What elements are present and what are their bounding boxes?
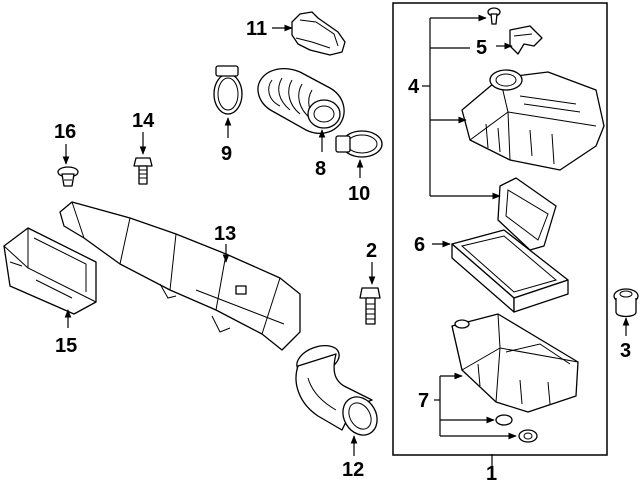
inlet-duct-assembly-part[interactable] [59,201,301,351]
callout-11[interactable]: 11 [246,18,267,40]
callout-9[interactable]: 9 [221,143,232,165]
screw-part[interactable] [487,7,501,25]
air-inlet-box-part[interactable] [3,227,97,315]
hose-clamp-right-part[interactable] [335,130,383,158]
callout-4[interactable]: 4 [408,76,420,98]
clip-part[interactable] [509,25,543,55]
callout-labels: 11 9 8 10 16 14 15 13 2 3 12 1 5 4 6 7 [54,18,631,482]
callout-1[interactable]: 1 [486,463,497,482]
callout-6[interactable]: 6 [414,234,425,256]
callout-5[interactable]: 5 [476,37,487,59]
inlet-duct-part[interactable] [293,340,384,441]
callout-10[interactable]: 10 [348,183,370,205]
callout-2[interactable]: 2 [366,240,377,262]
callout-12[interactable]: 12 [342,459,364,481]
callout-14[interactable]: 14 [132,110,155,132]
grommet-part[interactable] [613,288,639,318]
bolt-lower-part[interactable] [359,287,381,325]
intake-hose-part[interactable] [257,67,345,135]
air-filter-part[interactable] [451,229,569,313]
hose-clamp-left-part[interactable] [213,65,243,115]
filter-frame-part[interactable] [497,177,557,251]
callout-13[interactable]: 13 [214,223,236,245]
assembly-frame [392,2,608,456]
callout-7[interactable]: 7 [418,390,429,412]
lower-housing-part[interactable] [451,313,579,443]
leader-lines [62,14,630,466]
callout-16[interactable]: 16 [54,121,76,143]
resonator-part[interactable] [291,11,346,56]
push-pin-clip-part[interactable] [57,166,79,187]
callout-15[interactable]: 15 [55,335,77,357]
callout-8[interactable]: 8 [315,158,326,180]
callout-3[interactable]: 3 [620,340,631,362]
bolt-upper-part[interactable] [133,157,153,185]
upper-cover-part[interactable] [461,69,605,171]
